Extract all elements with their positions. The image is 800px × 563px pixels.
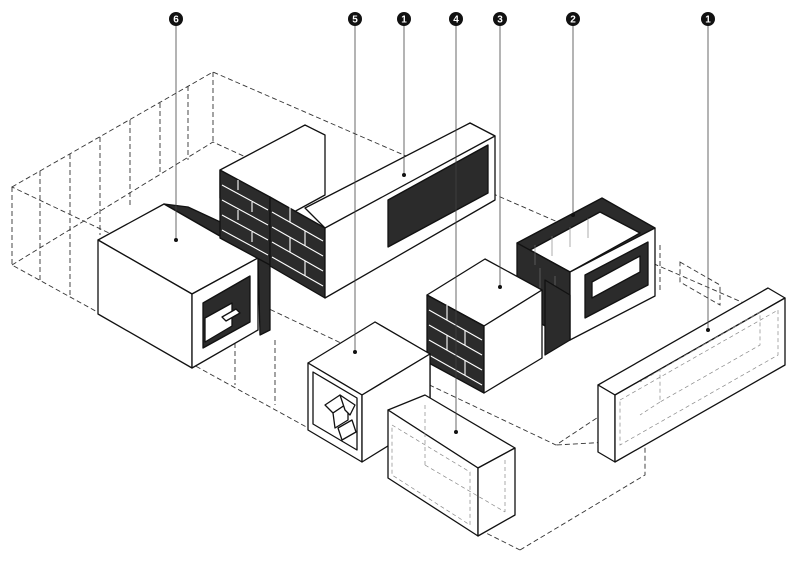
brick-pattern-front bbox=[271, 207, 324, 287]
volume-3 bbox=[426, 258, 571, 394]
brick-pattern-left bbox=[221, 180, 269, 256]
volume-5-sculpture bbox=[324, 394, 357, 441]
marker-3-label: 3 bbox=[497, 15, 503, 26]
leader-4-end bbox=[454, 430, 458, 434]
marker-6: 6 bbox=[169, 12, 183, 26]
envelope-ghost-frame bbox=[679, 261, 721, 306]
volume-1-front bbox=[597, 287, 786, 463]
volume-1-front-ghost-inner bbox=[659, 311, 761, 403]
leader-5-end bbox=[353, 350, 357, 354]
marker-5: 5 bbox=[348, 12, 362, 26]
volume-3-white-face bbox=[483, 289, 543, 394]
volume-4-ghost-inner bbox=[391, 424, 471, 526]
leader-lines bbox=[174, 26, 710, 434]
volume-6-inner-box bbox=[204, 302, 233, 343]
volume-4-side-face bbox=[477, 447, 516, 537]
marker-4-label: 4 bbox=[453, 15, 459, 26]
leader-6-end bbox=[174, 238, 178, 242]
marker-1b: 1 bbox=[701, 12, 715, 26]
volume-1-window bbox=[387, 144, 489, 248]
number-markers: 6 5 1 4 3 2 1 bbox=[169, 12, 715, 26]
volume-1-front-ghost bbox=[619, 309, 779, 446]
marker-6-label: 6 bbox=[173, 15, 179, 26]
volume-4 bbox=[387, 394, 516, 537]
marker-1a-label: 1 bbox=[401, 15, 407, 26]
volume-5 bbox=[307, 321, 431, 463]
marker-3: 3 bbox=[493, 12, 507, 26]
leader-3-end bbox=[498, 285, 502, 289]
brick-pattern-cube bbox=[428, 305, 483, 386]
volume-6-inner-step bbox=[221, 308, 241, 322]
marker-5-label: 5 bbox=[352, 15, 358, 26]
marker-1a: 1 bbox=[397, 12, 411, 26]
marker-4: 4 bbox=[449, 12, 463, 26]
volume-2-slot bbox=[591, 255, 641, 299]
marker-1b-label: 1 bbox=[705, 15, 711, 26]
leader-2-end bbox=[571, 213, 575, 217]
marker-2: 2 bbox=[566, 12, 580, 26]
volume-1-front-end bbox=[597, 384, 616, 463]
volume-6 bbox=[97, 203, 271, 369]
volume-1-back bbox=[219, 122, 496, 299]
leader-1a-end bbox=[402, 173, 406, 177]
volume-1-front-face bbox=[614, 297, 786, 463]
volume-1-long-bar-top bbox=[304, 122, 496, 229]
envelope-left-base bbox=[11, 187, 331, 441]
leader-1b-end bbox=[706, 328, 710, 332]
marker-2-label: 2 bbox=[570, 15, 576, 26]
volume-3-shadow bbox=[544, 279, 571, 356]
envelope-front-base bbox=[519, 439, 646, 551]
